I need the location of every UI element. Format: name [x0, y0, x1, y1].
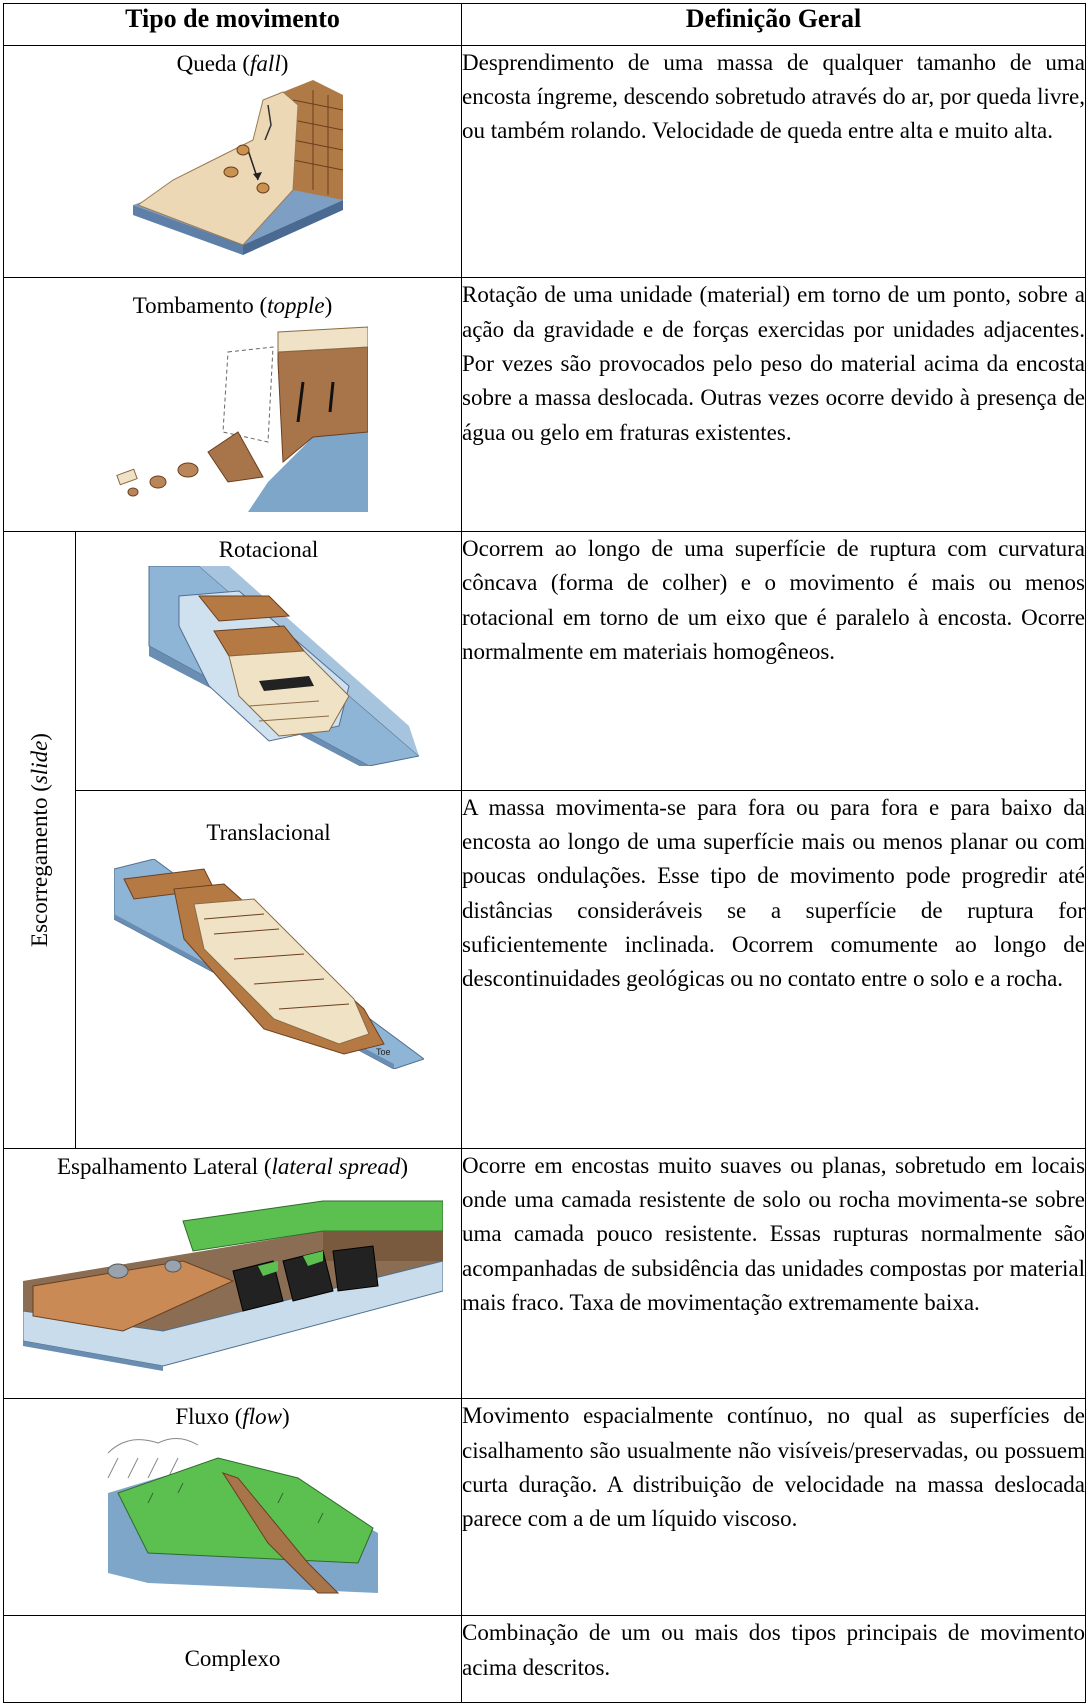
rotational-name: Rotacional [218, 537, 319, 563]
rotational-slide-diagram [148, 566, 419, 767]
rain-cloud-icon [107, 1438, 198, 1479]
spread-name: Espalhamento Lateral (lateral spread) [56, 1153, 409, 1179]
row-complex: Complexo Combinação de um ou mais dos ti… [2, 1615, 1087, 1703]
topple-diagram [115, 326, 368, 513]
surface-label-2: of [126, 979, 134, 989]
flow-name: Fluxo (flow) [175, 1404, 290, 1430]
spread-definition: Ocorre em encostas muito suaves ou plana… [461, 1147, 1087, 1400]
row-fall: Queda (fall) Desprendimento [2, 44, 1087, 279]
flow-definition: Movimento espacialmente contínuo, no qua… [461, 1398, 1087, 1617]
fall-definition: Desprendimento de uma massa de qualquer … [461, 44, 1087, 279]
cell-rotational-type: Rotacional [74, 531, 463, 791]
complex-name: Complexo [2, 1615, 463, 1703]
surface-label-1: Surface [126, 969, 157, 979]
rockfall-diagram [132, 79, 343, 255]
debris-flow-diagram [107, 1438, 378, 1594]
toe-label: Toe [376, 1047, 391, 1057]
cell-topple-type: Tombamento (topple) [2, 277, 463, 533]
surface-label-3: rupture [126, 989, 155, 999]
cell-spread-type: Espalhamento Lateral (lateral spread) [2, 1147, 463, 1400]
slide-group-label: Escorregamento (slide) [26, 732, 52, 947]
topple-definition: Rotação de uma unidade (material) em tor… [461, 277, 1087, 533]
topple-name: Tombamento (topple) [132, 293, 333, 319]
table-header-row: Tipo de movimento Definição Geral [2, 3, 1087, 46]
fall-name: Queda (fall) [176, 50, 289, 76]
movement-types-table: Tipo de movimento Definição Geral Queda … [2, 3, 1087, 1703]
header-type: Tipo de movimento [2, 3, 463, 46]
cell-fall-type: Queda (fall) [2, 44, 463, 279]
translational-slide-diagram: Surface of rupture Toe [113, 858, 424, 1069]
rotational-definition: Ocorrem ao longo de uma superfície de ru… [461, 531, 1087, 791]
cell-translational-type: Translacional Surface of rupture Toe [74, 789, 463, 1149]
row-spread: Espalhamento Lateral (lateral spread) Oc… [2, 1147, 1087, 1400]
row-flow: Fluxo (flow) Movimento espacialmente con… [2, 1398, 1087, 1617]
header-definition: Definição Geral [461, 3, 1087, 46]
row-rotational: Escorregamento (slide) Rotacional Ocorre… [3, 531, 1087, 1149]
row-translational: Translacional Surface of rupture Toe A m… [4, 789, 1087, 1149]
translational-definition: A massa movimenta-se para fora ou para f… [461, 789, 1087, 1149]
row-topple: Tombamento (topple) Rotação de uma unida… [2, 277, 1087, 533]
complex-definition: Combinação de um ou mais dos tipos princ… [461, 1615, 1087, 1703]
slide-group-cell: Escorregamento (slide) [3, 531, 76, 1149]
translational-name: Translacional [206, 819, 331, 845]
lateral-spread-diagram [22, 1200, 443, 1371]
cell-flow-type: Fluxo (flow) [2, 1398, 463, 1617]
